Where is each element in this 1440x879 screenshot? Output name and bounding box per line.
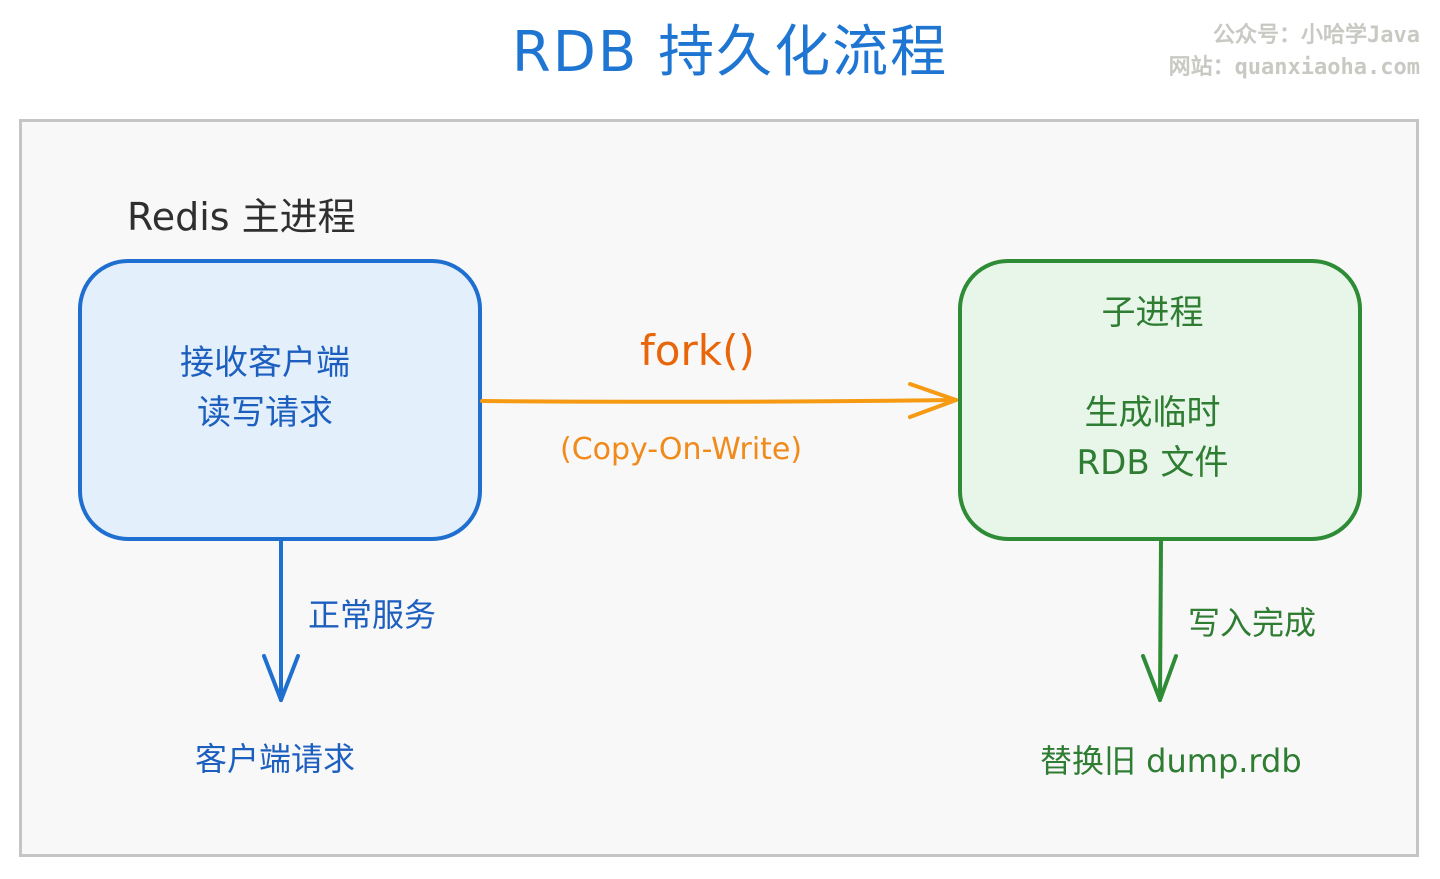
main-process-label: Redis 主进程 (127, 195, 356, 239)
replace-dump-label: 替换旧 dump.rdb (1040, 742, 1302, 780)
main-box-line2: 读写请求 (197, 393, 333, 433)
fork-arrow (480, 382, 958, 419)
child-process-box (958, 259, 1362, 541)
fork-label: fork() (640, 326, 755, 375)
child-process-text: 子进程 生成临时 RDB 文件 (960, 288, 1345, 488)
normal-service-label: 正常服务 (308, 596, 437, 634)
write-done-label: 写入完成 (1188, 604, 1317, 642)
write-done-arrow (1141, 539, 1178, 702)
watermark-line2: 网站：quanxiaoha.com (1168, 55, 1420, 80)
main-process-box (78, 259, 482, 541)
watermark: 公众号：小哈学Java 网站：quanxiaoha.com (1169, 20, 1420, 84)
watermark-line1: 公众号：小哈学Java (1213, 23, 1420, 48)
child-box-line1: 生成临时 (1084, 393, 1221, 433)
main-process-text: 接收客户端 读写请求 (80, 338, 450, 438)
normal-service-arrow (262, 539, 300, 702)
client-request-label: 客户端请求 (195, 740, 356, 778)
cow-label: (Copy-On-Write) (560, 432, 803, 467)
child-box-title: 子进程 (1101, 293, 1204, 333)
child-box-line2: RDB 文件 (1076, 443, 1229, 483)
page-title: RDB 持久化流程 (511, 20, 949, 85)
main-box-line1: 接收客户端 (180, 343, 350, 383)
